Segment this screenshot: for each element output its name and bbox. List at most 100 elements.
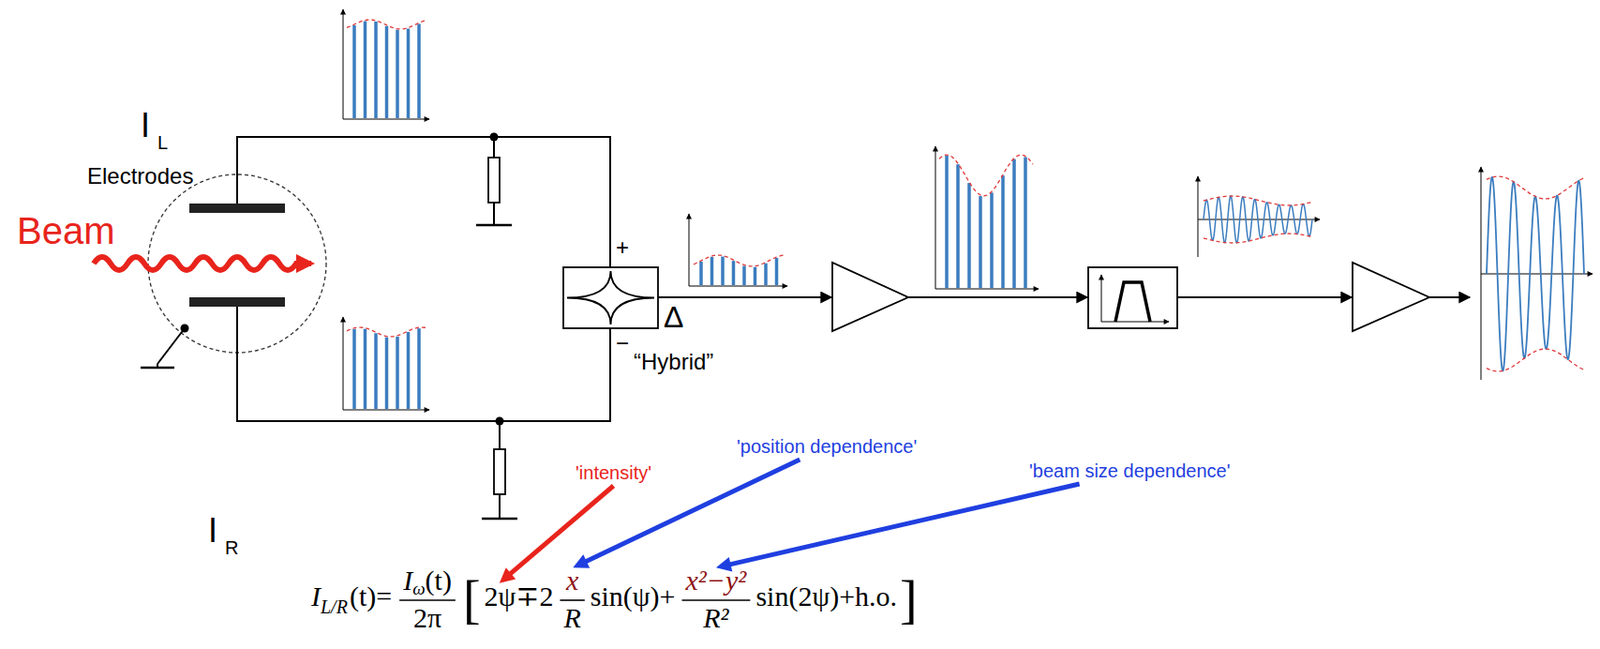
resistor-symbol — [493, 448, 506, 494]
signal-line — [657, 296, 832, 299]
wire-right — [237, 306, 611, 421]
beam-wave — [93, 256, 312, 270]
electrode-bottom — [189, 297, 285, 307]
bunch-signal — [967, 182, 972, 288]
formula-symbol: I — [403, 566, 413, 595]
formula-subscript: ω — [412, 579, 425, 598]
wire-left — [237, 136, 611, 268]
callout-shaft — [508, 485, 614, 575]
filter-axis — [1101, 274, 1103, 322]
current-symbol: I — [140, 108, 150, 143]
envelope-line — [346, 19, 427, 30]
delta-port-label: Δ — [663, 301, 684, 332]
inset-axis — [343, 9, 344, 120]
formula-term: sin(ψ)+ — [590, 582, 676, 611]
envelope-line — [693, 254, 785, 267]
callout-label: 'intensity' — [575, 463, 652, 482]
inset-axis — [935, 146, 937, 289]
envelope-line — [1203, 195, 1313, 206]
bunch-signal — [385, 26, 389, 119]
signal-line — [1429, 296, 1470, 299]
bunch-signal — [775, 257, 779, 285]
callout-arrow — [572, 459, 800, 569]
inset-axis — [688, 213, 690, 286]
inset-axis — [343, 409, 430, 411]
inset-axis — [935, 288, 1039, 290]
current-subscript: L — [157, 133, 168, 152]
bunch-signal — [373, 332, 378, 409]
electrode-top — [189, 203, 285, 213]
bunch-signal — [699, 261, 703, 285]
hybrid-symbol — [567, 270, 655, 325]
amplifier-symbol — [832, 262, 909, 331]
formula-lines — [399, 599, 750, 601]
waveform-insets — [343, 9, 1593, 410]
callout-label: 'position dependence' — [736, 436, 917, 456]
bunch-signal — [373, 21, 378, 119]
inset-axis — [1197, 176, 1199, 257]
formula-variable: x — [566, 566, 579, 595]
bunch-signal — [753, 267, 758, 285]
filtered-signal — [1486, 177, 1585, 371]
bunch-signal — [363, 21, 368, 119]
ground-wire — [157, 328, 185, 364]
wire — [498, 493, 501, 519]
formula-symbol: R — [563, 603, 581, 632]
envelope-line — [1203, 233, 1313, 243]
formula-term: (t)= — [349, 582, 392, 611]
port-sign: − — [615, 331, 629, 355]
bunch-signal — [417, 328, 421, 409]
callout-arrow — [716, 483, 1080, 572]
bunch-signal — [363, 328, 368, 409]
bunch-signal — [1012, 159, 1017, 288]
formula-symbol: I — [311, 582, 321, 611]
port-sign: + — [615, 236, 629, 259]
filtered-signal — [1203, 195, 1313, 243]
signal-line — [908, 296, 1088, 299]
inset-axis — [343, 316, 344, 410]
resistor-symbol — [488, 157, 500, 203]
bunch-signal — [352, 25, 357, 119]
bunch-signal — [1023, 156, 1028, 288]
bunch-signal — [944, 155, 949, 288]
electrodes-label: Electrodes — [87, 164, 194, 188]
callout-head — [499, 567, 516, 583]
formula-bracket: ] — [899, 572, 918, 626]
formula-symbol: R² — [702, 603, 729, 632]
bunch-signal — [395, 336, 400, 409]
bandpass-symbol — [1115, 282, 1151, 322]
wire — [493, 136, 495, 158]
callout-arrows — [499, 459, 1080, 584]
bunch-signal — [732, 260, 736, 285]
inset-axis — [688, 285, 788, 287]
callout-shaft — [729, 483, 1080, 565]
formula-subscript: L/R — [320, 597, 348, 616]
filter-axis — [1101, 321, 1169, 323]
signal-line — [1177, 296, 1352, 299]
ground-symbol — [481, 517, 518, 521]
formula-bracket: [ — [463, 572, 481, 626]
bunch-signal — [385, 337, 389, 409]
bunch-signal — [742, 266, 747, 285]
wire — [498, 420, 501, 449]
fraction-bar — [682, 598, 751, 601]
formula-term: 2ψ∓2 — [484, 582, 554, 611]
inset-axis — [343, 119, 430, 120]
bunch-signal — [763, 263, 768, 285]
bunch-signal — [978, 195, 983, 288]
bunch-signal — [989, 192, 994, 288]
bunch-signal — [956, 164, 960, 288]
current-subscript: R — [224, 538, 239, 557]
filter-box — [1088, 267, 1178, 329]
current-symbol: I — [208, 513, 218, 548]
formula-variable: x²−y² — [686, 566, 748, 595]
formula-term: sin(2ψ)+h.o. — [755, 582, 898, 611]
bunch-signal — [352, 328, 357, 409]
ground-symbol — [140, 366, 175, 370]
envelope-line — [1486, 176, 1585, 199]
bunch-signal — [1001, 175, 1005, 288]
hybrid-box — [563, 267, 658, 329]
bunch-signal — [417, 23, 421, 119]
